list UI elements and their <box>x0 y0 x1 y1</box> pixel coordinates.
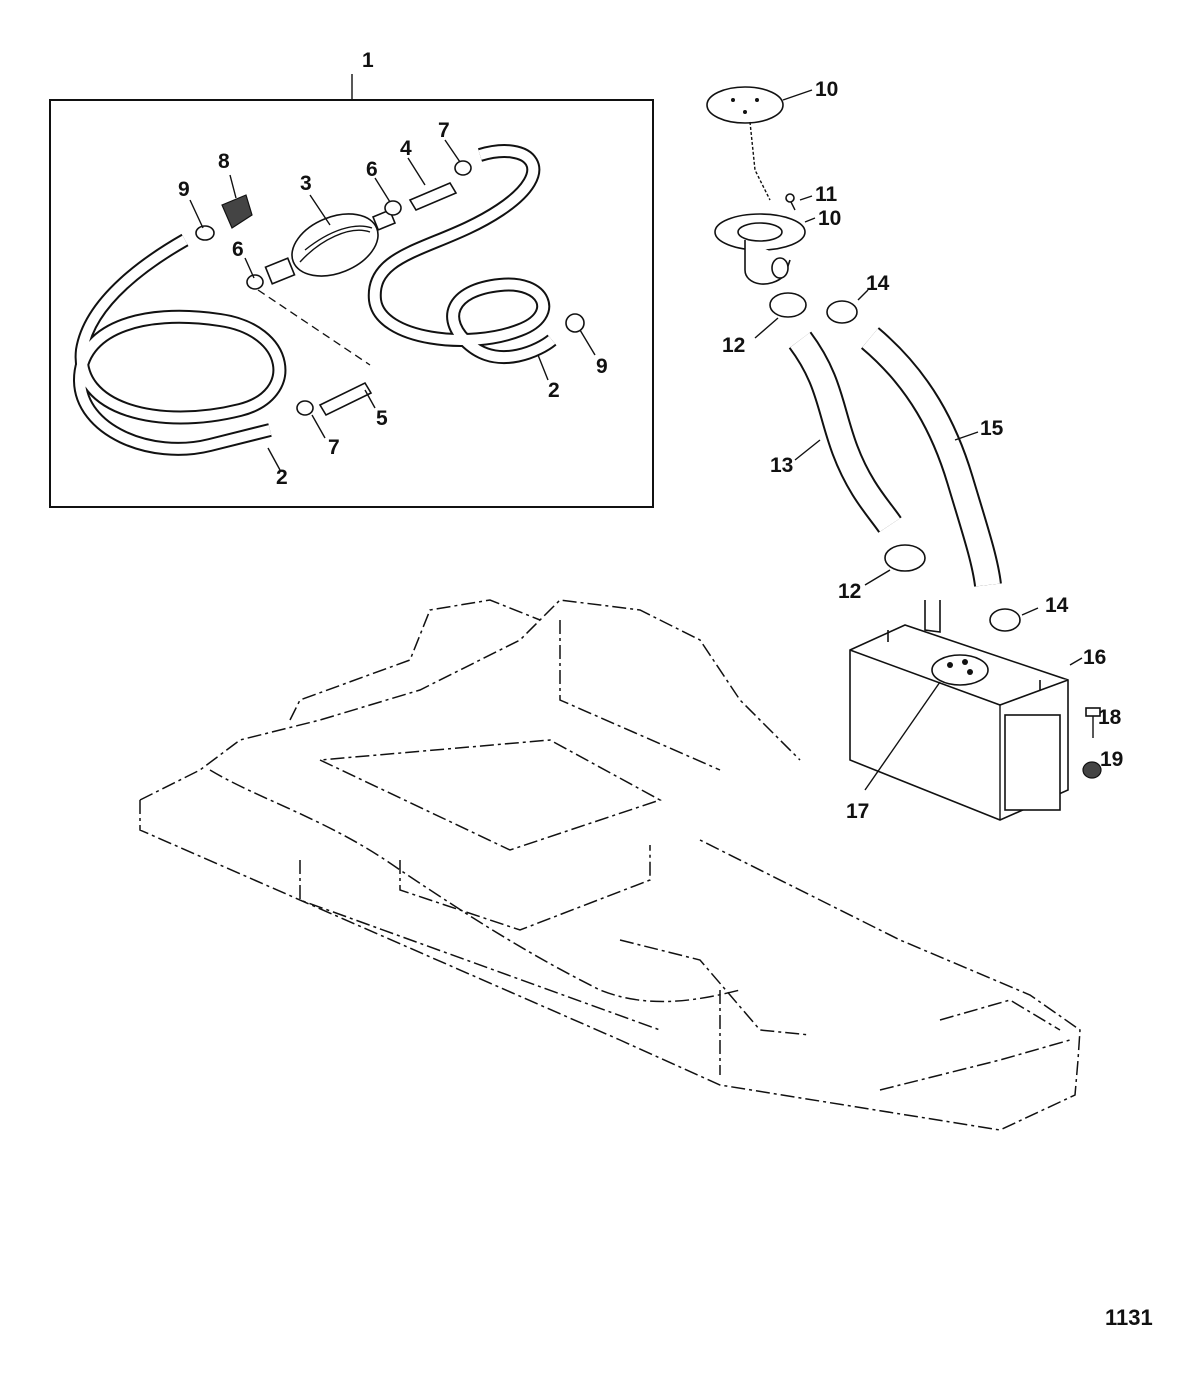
callout-6a: 6 <box>366 158 378 181</box>
callout-18: 18 <box>1098 706 1122 729</box>
boat-hull-outline <box>139 599 1081 1131</box>
callout-14b: 14 <box>1045 594 1069 617</box>
hose-15 <box>860 327 1002 587</box>
nut-6-right <box>384 200 402 216</box>
callout-9b: 9 <box>596 355 608 378</box>
nut-7-top <box>454 160 472 176</box>
callout-6b: 6 <box>232 238 244 261</box>
fuel-hose-right <box>367 144 557 364</box>
callout-10a: 10 <box>815 78 838 101</box>
callout-16: 16 <box>1083 646 1106 669</box>
filler-neck <box>714 213 806 285</box>
callout-5: 5 <box>376 407 388 430</box>
fitting-8 <box>221 194 253 229</box>
clamp-14-top <box>826 300 858 324</box>
callout-3: 3 <box>300 172 312 195</box>
callout-15: 15 <box>980 417 1004 440</box>
callout-2b: 2 <box>276 466 288 489</box>
grommet-19 <box>1082 761 1102 779</box>
callout-12a: 12 <box>722 334 745 357</box>
callout-14a: 14 <box>866 272 890 295</box>
callout-2a: 2 <box>548 379 560 402</box>
clamp-9-left <box>195 225 215 241</box>
clamp-12-bottom <box>884 544 926 572</box>
connector-4 <box>408 181 458 212</box>
clamp-12-top <box>769 292 807 318</box>
figure-number: 1131 <box>1105 1305 1153 1330</box>
callout-13: 13 <box>770 454 793 477</box>
callout-10b: 10 <box>818 207 841 230</box>
callout-12b: 12 <box>838 580 861 603</box>
callout-19: 19 <box>1100 748 1123 771</box>
bolt-18 <box>1085 707 1101 738</box>
callout-11: 11 <box>815 183 838 206</box>
connector-5 <box>318 381 373 417</box>
callout-17: 17 <box>846 800 869 823</box>
fuel-hose-left <box>72 233 287 456</box>
callout-4: 4 <box>400 137 412 160</box>
callout-7a: 7 <box>438 119 450 142</box>
callout-9a: 9 <box>178 178 190 201</box>
fill-cap <box>706 86 784 201</box>
clamp-14-bottom <box>989 608 1021 632</box>
screw-11 <box>785 193 796 211</box>
nut-6-left <box>246 274 264 290</box>
hose-13 <box>788 331 902 534</box>
callout-8: 8 <box>218 150 230 173</box>
clamp-9-right <box>565 313 585 333</box>
fuel-tank <box>849 600 1069 821</box>
callout-1: 1 <box>362 49 374 72</box>
nut-7-bottom <box>296 400 314 416</box>
callout-7b: 7 <box>328 436 340 459</box>
